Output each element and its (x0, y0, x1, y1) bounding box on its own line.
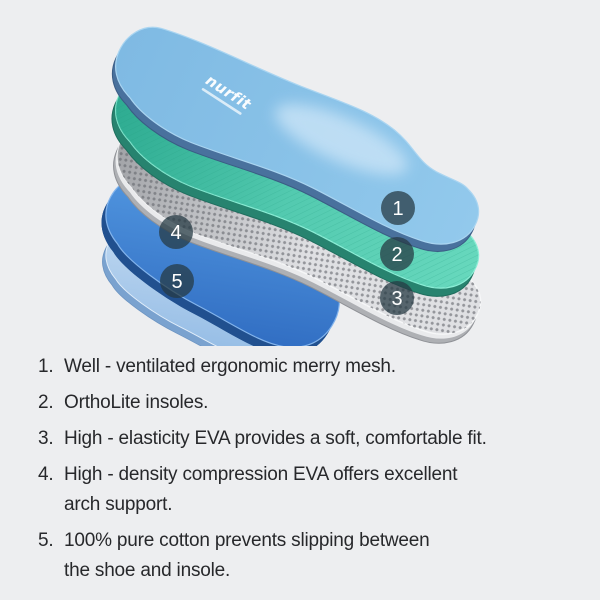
list-item-line: the shoe and insole. (64, 560, 231, 581)
arch-highlight (275, 103, 408, 175)
list-item-4: 4. High - density compression EVA offers … (38, 460, 592, 520)
list-item-text: 100% pure cotton prevents slipping betwe… (64, 526, 592, 586)
list-item-number: 2. (38, 392, 54, 413)
insole-layers-diagram: nurfit 1 2 3 4 5 (80, 9, 502, 346)
list-item-number: 5. (38, 530, 54, 551)
list-item-number: 1. (38, 356, 54, 377)
list-item-line: Well - ventilated ergonomic merry mesh. (64, 356, 396, 377)
list-item-number: 4. (38, 464, 54, 485)
list-item-line: 100% pure cotton prevents slipping betwe… (64, 530, 430, 551)
list-item-5: 5. 100% pure cotton prevents slipping bet… (38, 526, 592, 586)
list-item-3: 3. High - elasticity EVA provides a soft,… (38, 424, 592, 454)
callout-3-number: 3 (391, 288, 402, 310)
callout-1: 1 (381, 191, 415, 225)
callout-2-number: 2 (391, 244, 402, 266)
list-item-text: High - elasticity EVA provides a soft, c… (64, 424, 592, 454)
list-item-number: 3. (38, 428, 54, 449)
list-item-line: High - density compression EVA offers ex… (64, 464, 458, 485)
callout-2: 2 (380, 237, 414, 271)
callout-5-number: 5 (171, 271, 182, 293)
callout-3: 3 (380, 281, 414, 315)
list-item-line: High - elasticity EVA provides a soft, c… (64, 428, 487, 449)
callouts: 1 2 3 4 5 (159, 191, 415, 315)
callout-4: 4 (159, 215, 193, 249)
list-item-line: OrthoLite insoles. (64, 392, 209, 413)
callout-5: 5 (160, 264, 194, 298)
list-item-text: OrthoLite insoles. (64, 388, 592, 418)
callout-1-number: 1 (392, 198, 403, 220)
brand-tagline (201, 88, 242, 115)
feature-list: 1. Well - ventilated ergonomic merry mesh… (0, 352, 600, 586)
callout-4-number: 4 (170, 222, 181, 244)
list-item-1: 1. Well - ventilated ergonomic merry mesh… (38, 352, 592, 382)
list-item-text: Well - ventilated ergonomic merry mesh. (64, 352, 592, 382)
list-item-text: High - density compression EVA offers ex… (64, 460, 592, 520)
list-item-line: arch support. (64, 494, 173, 515)
list-item-2: 2. OrthoLite insoles. (38, 388, 592, 418)
layer-1-mesh-top: nurfit (93, 9, 500, 270)
